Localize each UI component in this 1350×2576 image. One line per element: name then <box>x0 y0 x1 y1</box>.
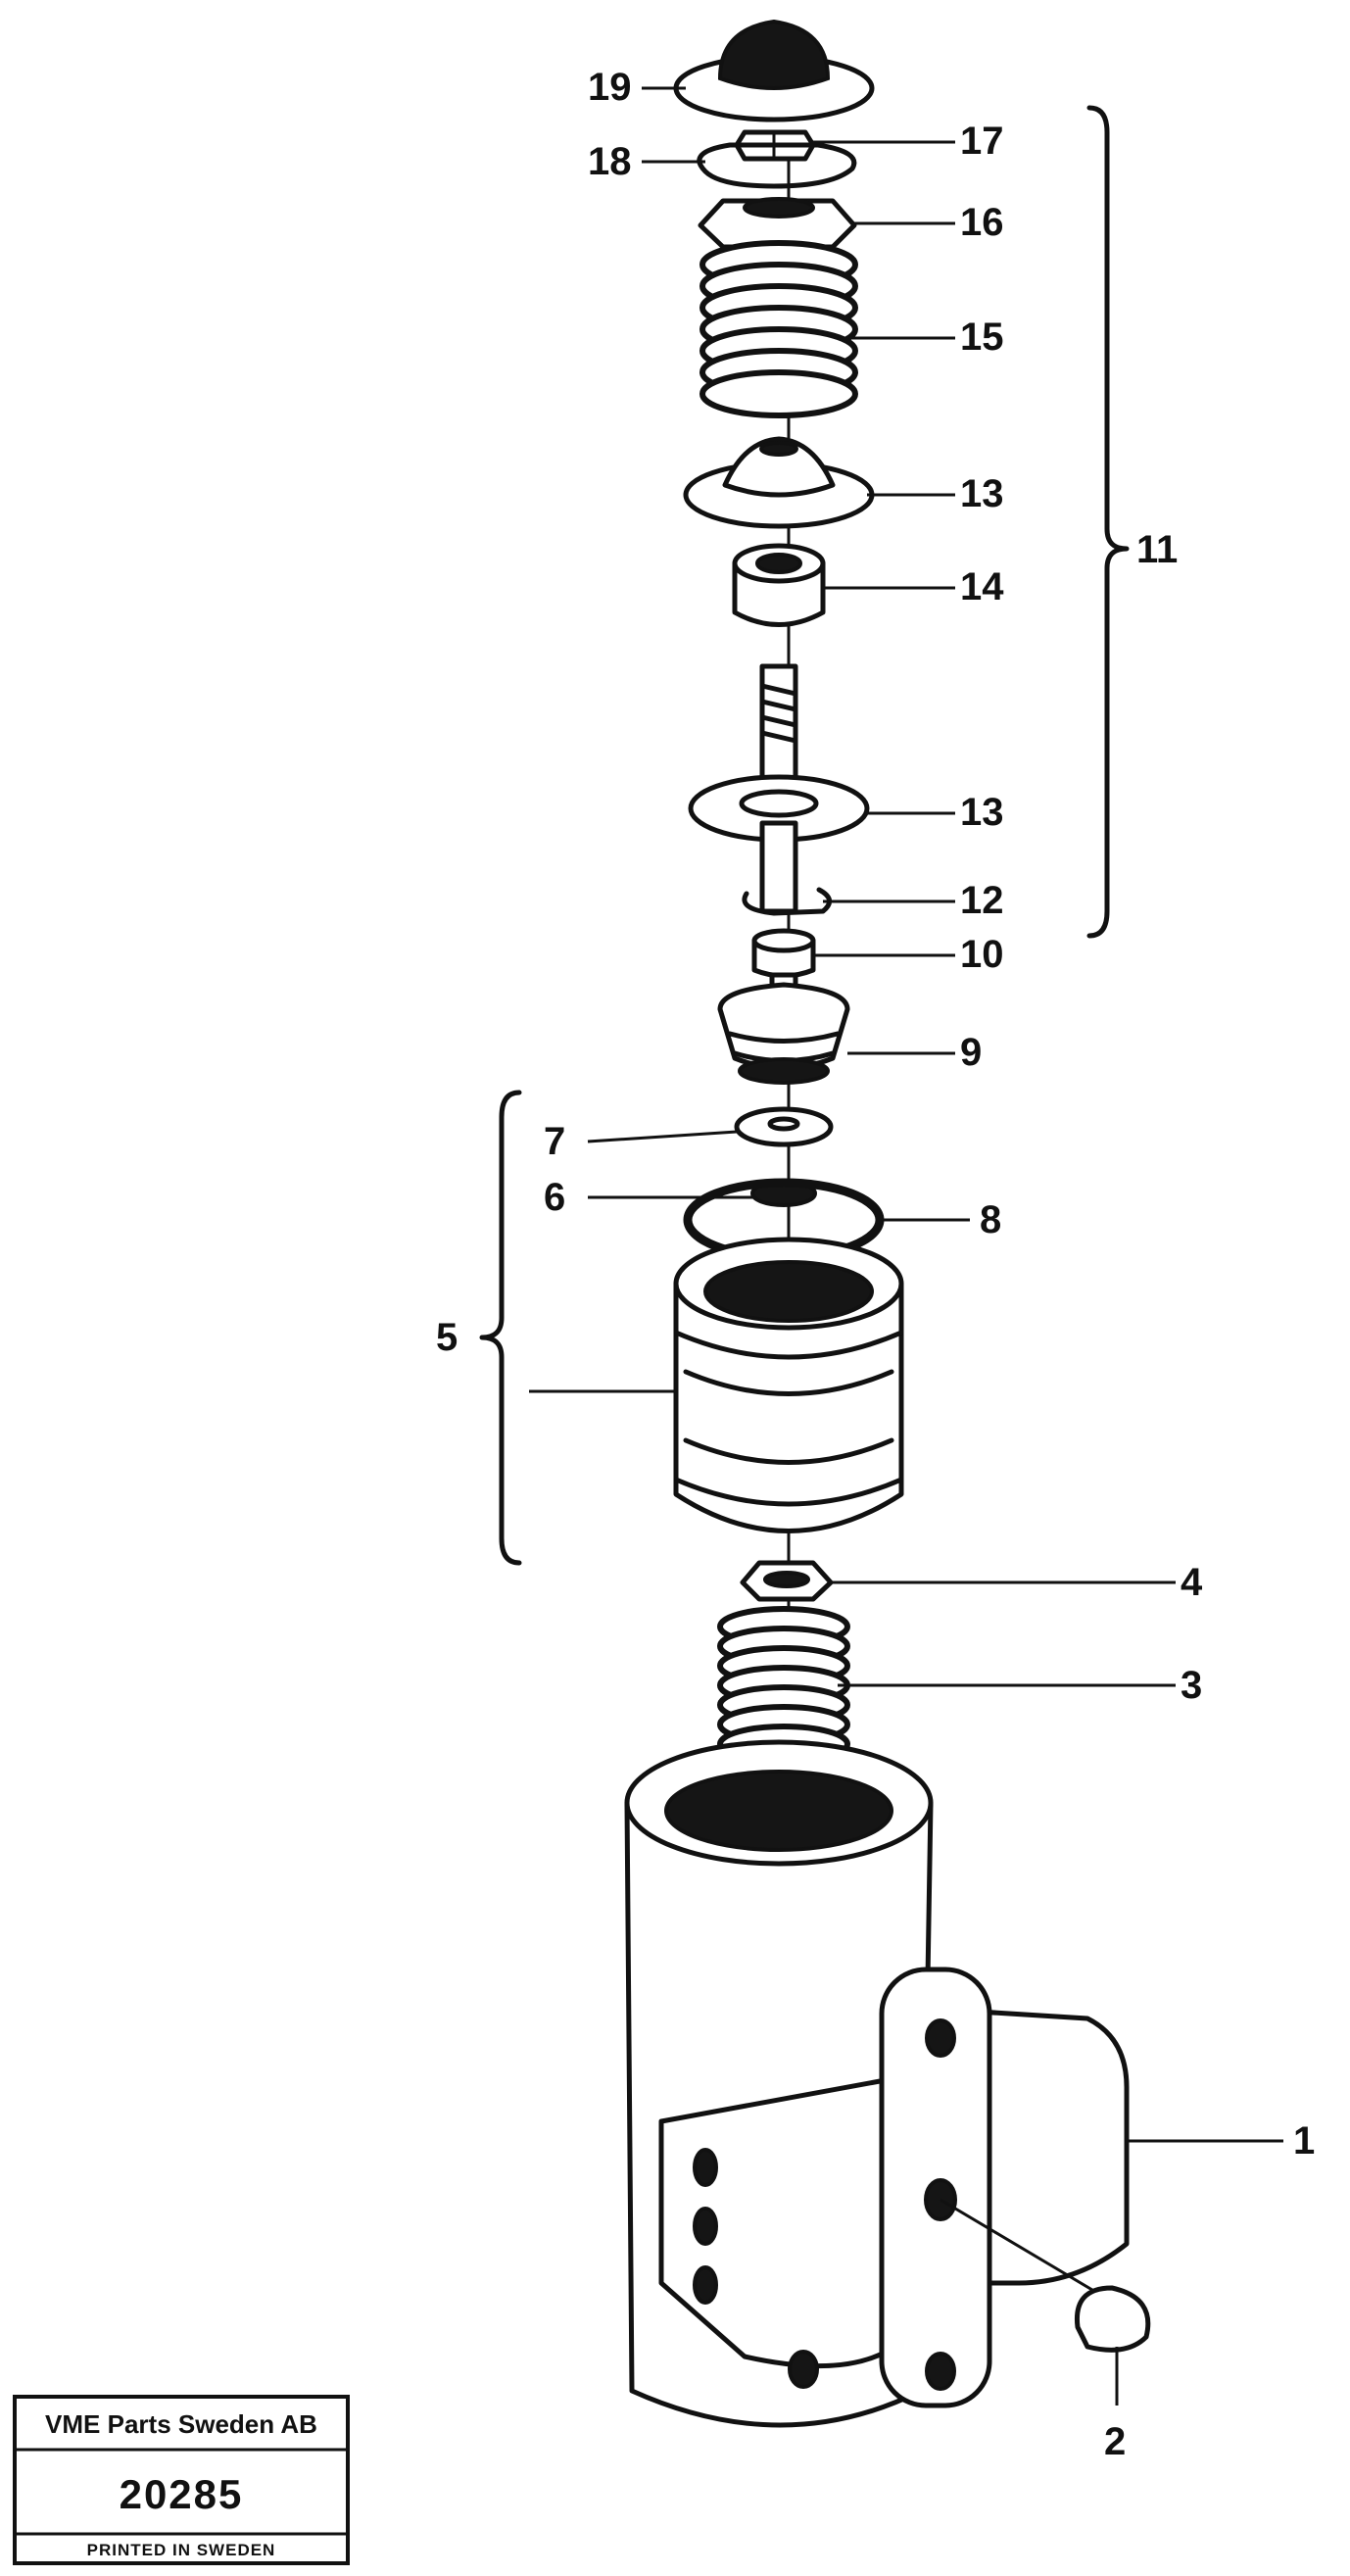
part-7-washer <box>734 1106 834 1147</box>
callout-14: 14 <box>960 565 1004 608</box>
part-1-housing <box>624 1739 1130 2428</box>
callout-9: 9 <box>960 1031 982 1074</box>
callout-3: 3 <box>1181 1664 1202 1707</box>
callout-7: 7 <box>544 1120 565 1163</box>
callout-18: 18 <box>588 140 632 183</box>
stamp-number: 20285 <box>120 2471 244 2517</box>
part-14-bush <box>732 543 826 627</box>
part-18-circlip <box>697 142 857 189</box>
part-19-cap <box>673 19 875 122</box>
part-12-clip <box>742 887 832 916</box>
part-13-upper-washer <box>683 436 875 529</box>
part-9-valve-insert <box>717 982 850 1085</box>
callout-8: 8 <box>980 1198 1001 1241</box>
callout-2: 2 <box>1104 2420 1126 2463</box>
callout-1: 1 <box>1293 2119 1315 2163</box>
callout-5: 5 <box>436 1316 458 1359</box>
leader-lines <box>529 86 1283 2406</box>
callout-10: 10 <box>960 933 1004 976</box>
callout-12: 12 <box>960 879 1004 922</box>
spring-coil <box>699 369 858 418</box>
part-4-spring-seat <box>740 1560 834 1602</box>
stamp-printed: PRINTED IN SWEDEN <box>87 2541 276 2559</box>
callout-16: 16 <box>960 201 1004 244</box>
callout-13-lower: 13 <box>960 791 1004 834</box>
callout-15: 15 <box>960 316 1004 359</box>
brace-5 <box>479 1090 522 1566</box>
callout-6: 6 <box>544 1176 565 1219</box>
part-16-hex-nut <box>698 197 857 250</box>
publisher-stamp: VME Parts Sweden AB 20285 PRINTED IN SWE… <box>13 2395 350 2565</box>
part-5-sleeve <box>673 1237 904 1533</box>
brace-11 <box>1086 105 1130 939</box>
callout-19: 19 <box>588 66 632 109</box>
part-2-plug <box>1074 2285 1151 2353</box>
stamp-company: VME Parts Sweden AB <box>45 2409 317 2439</box>
callout-17: 17 <box>960 120 1004 163</box>
callout-4: 4 <box>1181 1561 1203 1604</box>
part-13-lower-washer-stem <box>688 663 870 914</box>
callout-13-upper: 13 <box>960 472 1004 515</box>
part-15-spring <box>699 240 858 418</box>
part-3-spring <box>717 1606 850 1765</box>
callout-11: 11 <box>1136 528 1178 571</box>
